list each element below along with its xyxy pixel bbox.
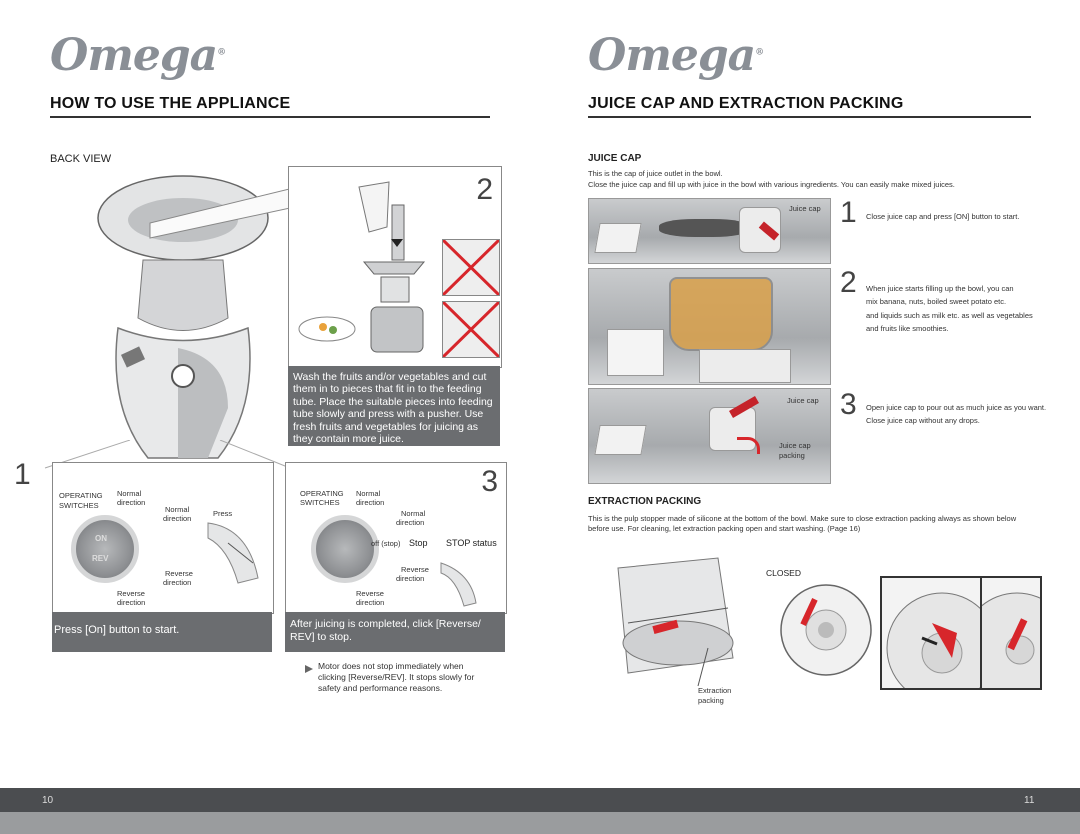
page-number-left: 10 [42, 795, 54, 806]
red-arrow-icon [737, 437, 760, 454]
juice-cup-3 [594, 425, 647, 455]
finger-press-icon-3 [440, 562, 477, 607]
step3-number: 3 [481, 465, 498, 498]
step3-caption: After juicing is completed, click [Rever… [285, 612, 505, 652]
jc-step3-text2: Close juice cap without any drops. [866, 416, 980, 425]
jc-step3-number: 3 [840, 388, 857, 421]
extraction-label-1: Extraction [698, 686, 732, 695]
juicer-back-view-illustration [97, 175, 269, 459]
juice-cap-packing-label-b: packing [779, 451, 805, 460]
zoom-box-2 [980, 576, 1042, 690]
no-fingers-warning-1 [441, 238, 501, 297]
pulp-container [699, 349, 791, 383]
juicer-band [659, 219, 749, 237]
reverse-right-label-3: Reverse [401, 565, 429, 574]
note-arrow-icon [304, 661, 314, 673]
no-fingers-warning-2 [441, 300, 501, 359]
step2-instructions: Wash the fruits and/or vegetables and cu… [288, 366, 500, 446]
back-view-label: BACK VIEW [50, 153, 112, 165]
omega-logo-left: Omega® [50, 30, 226, 81]
footer-bottom-bar [0, 812, 1080, 834]
reverse-direction: direction [117, 598, 146, 607]
jc-step3-text1: Open juice cap to pour out as much juice… [866, 403, 1047, 412]
omega-logo-right: Omega® [588, 30, 764, 81]
operating-dial-3[interactable] [311, 515, 379, 583]
juice-cap-line1: This is the cap of juice outlet in the b… [588, 169, 723, 178]
stop-label: Stop [409, 538, 428, 548]
normal-right-label: Normal [165, 505, 190, 514]
operating-label: OPERATING [59, 491, 103, 500]
juice-cup-2 [607, 329, 664, 376]
step1-number: 1 [14, 458, 31, 491]
juice-cap-photo-3: Juice cap Juice cap packing [588, 388, 831, 484]
step1-switch-panel: OPERATING SWITCHES Normal direction Norm… [52, 462, 274, 614]
closed-packing-detail [780, 584, 872, 676]
heading-rule-right [588, 116, 1031, 118]
juice-cap-photo-1: Juice cap [588, 198, 831, 264]
page-number-right: 11 [1024, 795, 1035, 806]
extraction-label-2: packing [698, 696, 724, 705]
closed-label: CLOSED [766, 568, 801, 578]
page-title-right: JUICE CAP AND EXTRACTION PACKING [588, 95, 904, 112]
direction-right-label: direction [163, 514, 192, 523]
extraction-text2: before use. For cleaning, let extraction… [588, 524, 861, 533]
normal-label: Normal [117, 489, 142, 498]
step3-switch-panel: 3 OPERATING SWITCHES Normal direction No… [285, 462, 507, 614]
switches-label: SWITCHES [59, 501, 99, 510]
extraction-bowl-illustration [617, 557, 734, 687]
juice-cap-packing-label-a: Juice cap [779, 441, 811, 450]
reverse-right-label: Reverse [165, 569, 193, 578]
direction-label: direction [117, 498, 146, 507]
jc-step2-text4: and fruits like smoothies. [866, 324, 949, 333]
juice-cap-photo-2 [588, 268, 831, 385]
finger-press-icon [207, 522, 259, 584]
jc-step2-text2: mix banana, nuts, boiled sweet potato et… [866, 297, 1007, 306]
zoom-box-1 [880, 576, 982, 690]
step1-caption: Press [On] button to start. [52, 612, 272, 652]
step2-juicer-illustration [298, 181, 426, 353]
bowl-with-juice [669, 277, 773, 351]
juice-cap-label-1: Juice cap [789, 204, 821, 213]
operating-dial[interactable]: ON REV [71, 515, 139, 583]
page-title-left: HOW TO USE THE APPLIANCE [50, 95, 291, 112]
juice-cap-title: JUICE CAP [588, 153, 642, 164]
normal-label-3: Normal [356, 489, 381, 498]
jc-step1-text: Close juice cap and press [ON] button to… [866, 212, 1020, 221]
dial-on-label: ON [95, 534, 107, 543]
press-label: Press [213, 509, 233, 518]
dial-rev-label: REV [92, 554, 109, 563]
extraction-packing-title: EXTRACTION PACKING [588, 496, 702, 507]
footer-bar [0, 788, 1080, 812]
juice-cup [594, 223, 642, 253]
jc-step2-number: 2 [840, 266, 857, 299]
step2-number: 2 [476, 173, 493, 206]
normal-right-label-3: Normal [401, 509, 426, 518]
reverse-label: Reverse [117, 589, 145, 598]
reverse-right-direction-3: direction [396, 574, 425, 583]
direction-right-label-3: direction [396, 518, 425, 527]
juice-cap-line2: Close the juice cap and fill up with jui… [588, 180, 955, 189]
switches-label-3: SWITCHES [300, 498, 340, 507]
operating-label-3: OPERATING [300, 489, 344, 498]
jc-step1-number: 1 [840, 196, 857, 229]
heading-rule-left [50, 116, 490, 118]
stop-status-label: STOP status [446, 538, 497, 548]
jc-step2-text3: and liquids such as milk etc. as well as… [866, 311, 1033, 320]
step2-illustration-panel: 2 [288, 166, 502, 368]
reverse-direction-3: direction [356, 598, 385, 607]
jc-step2-text1: When juice starts filling up the bowl, y… [866, 284, 1014, 293]
juice-cap-label-3: Juice cap [787, 396, 819, 405]
off-stop-label: off (stop) [371, 539, 401, 548]
reverse-right-direction: direction [163, 578, 192, 587]
motor-note: Motor does not stop immediately when cli… [318, 661, 475, 694]
reverse-label-3: Reverse [356, 589, 384, 598]
direction-label-3: direction [356, 498, 385, 507]
extraction-text1: This is the pulp stopper made of silicon… [588, 514, 1017, 523]
